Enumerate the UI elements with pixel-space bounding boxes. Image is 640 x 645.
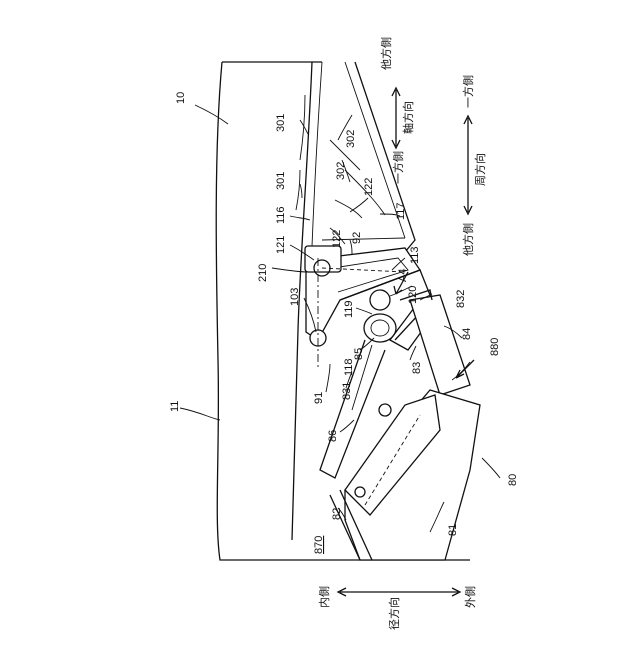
rib-301-bottom: [296, 170, 300, 210]
radial-outer-label: 外側: [464, 586, 477, 608]
label-301a: 301: [275, 114, 287, 132]
circ-direction-label: 周方向: [473, 153, 487, 186]
arm-pivot: [379, 404, 391, 416]
label-870: 870: [313, 536, 325, 554]
label-85: 85: [353, 348, 365, 360]
label-119: 119: [343, 300, 355, 318]
rib-122-a: [335, 200, 362, 218]
radial-direction-indicator: 内側 径方向 外側: [317, 586, 477, 630]
label-880: 880: [489, 338, 501, 356]
label-118: 118: [343, 358, 355, 376]
label-117: 117: [395, 202, 407, 220]
axial-other-side-label: 他方側: [379, 37, 393, 70]
axial-direction-indicator: 他方側 軸方向 一方側: [379, 37, 415, 184]
label-92: 92: [351, 232, 363, 244]
label-116: 116: [275, 206, 287, 224]
label-302a: 302: [345, 130, 357, 148]
label-83: 83: [411, 362, 423, 374]
circ-other-side-label: 他方側: [461, 223, 475, 256]
label-122b: 122: [331, 230, 343, 248]
roller-119: [370, 290, 390, 310]
bracket-84: [410, 295, 470, 395]
label-113: 113: [409, 246, 421, 264]
label-302b: 302: [335, 162, 347, 180]
label-120: 120: [407, 286, 419, 304]
label-11: 11: [169, 401, 181, 412]
label-103: 103: [289, 288, 301, 306]
label-210: 210: [257, 264, 269, 282]
axial-one-side-label: 一方側: [391, 151, 405, 184]
radial-direction-label: 径方向: [387, 597, 401, 630]
label-80: 80: [507, 474, 519, 486]
circumferential-direction-indicator: 一方側 周方向 他方側: [461, 75, 487, 256]
label-832: 832: [455, 290, 467, 308]
label-831: 831: [341, 382, 353, 400]
label-10: 10: [175, 92, 187, 104]
radial-inner-label: 内側: [317, 586, 331, 608]
circ-one-side-label: 一方側: [461, 75, 475, 108]
label-301b: 301: [275, 172, 287, 190]
label-84: 84: [461, 328, 473, 340]
axial-direction-label: 軸方向: [401, 101, 415, 134]
label-81: 81: [447, 524, 459, 536]
label-A4: A4: [397, 269, 409, 282]
label-86: 86: [327, 430, 339, 442]
label-91: 91: [313, 392, 325, 404]
label-121: 121: [275, 236, 287, 254]
label-122a: 122: [363, 178, 375, 196]
label-82: 82: [331, 508, 343, 520]
